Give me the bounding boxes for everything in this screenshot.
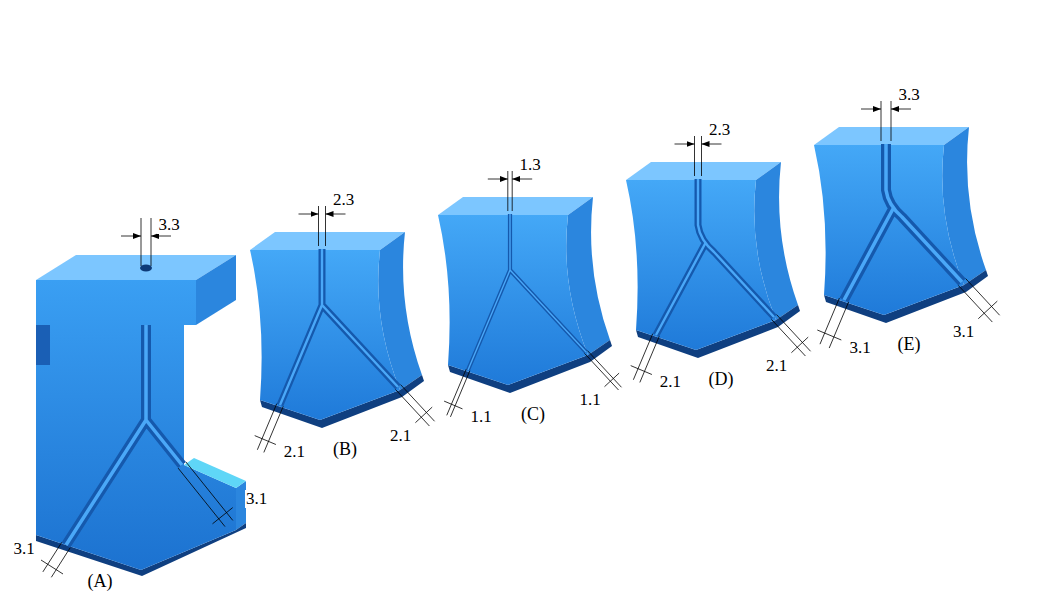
dimension-value: 3.3 [897,86,920,105]
dimension-value: 1.1 [469,408,492,427]
dimension-value: 1.3 [519,156,542,175]
variant-label: (D) [708,370,735,390]
dimension-lines [41,218,233,577]
block-side-face [196,255,236,325]
variant-label: (A) [87,572,114,592]
variant-label: (B) [332,440,358,460]
dimension-value: 2.1 [659,373,682,392]
dimension-value: 3.1 [245,490,268,509]
dimension-value: 3.1 [952,323,975,342]
channel-highlight [656,179,774,335]
inlet-hole [140,265,152,272]
dimension-lines [255,206,435,452]
dimension-value: 3.3 [157,216,180,235]
channel-highlight [468,214,586,370]
variant-label: (C) [520,405,546,425]
channel-groove [844,144,962,300]
mold-block-d [626,136,811,382]
mold-block-a [36,218,246,577]
channel-highlight [844,144,962,300]
dimension-value: 2.1 [765,357,788,376]
dimension-value: 2.1 [283,443,306,462]
mold-block [250,232,424,428]
channel-groove [280,249,398,405]
block-front-face [36,280,236,570]
dimension-value: 3.1 [12,540,35,559]
notch-face [36,325,50,365]
channel-groove [656,179,774,335]
dimension-value: 2.3 [708,121,731,140]
channel-groove [468,214,586,370]
mold-block-b [250,206,435,452]
channel-highlight [280,249,398,405]
channel-highlight [66,325,182,545]
dimension-lines [631,136,811,382]
dimension-lines [817,101,999,348]
dimension-value: 3.1 [848,339,871,358]
dimension-value: 2.1 [389,427,412,446]
mold-block-e [814,101,1000,348]
dimension-value: 1.1 [578,391,601,410]
mold-block [626,162,800,358]
mold-block-c [438,171,621,417]
variant-label: (E) [897,335,922,355]
mold-block [438,197,612,393]
dimension-lines [444,171,621,417]
dimension-value: 2.3 [332,191,355,210]
channel-groove [66,325,182,545]
mold-block [814,127,988,323]
platform-face [184,458,246,488]
